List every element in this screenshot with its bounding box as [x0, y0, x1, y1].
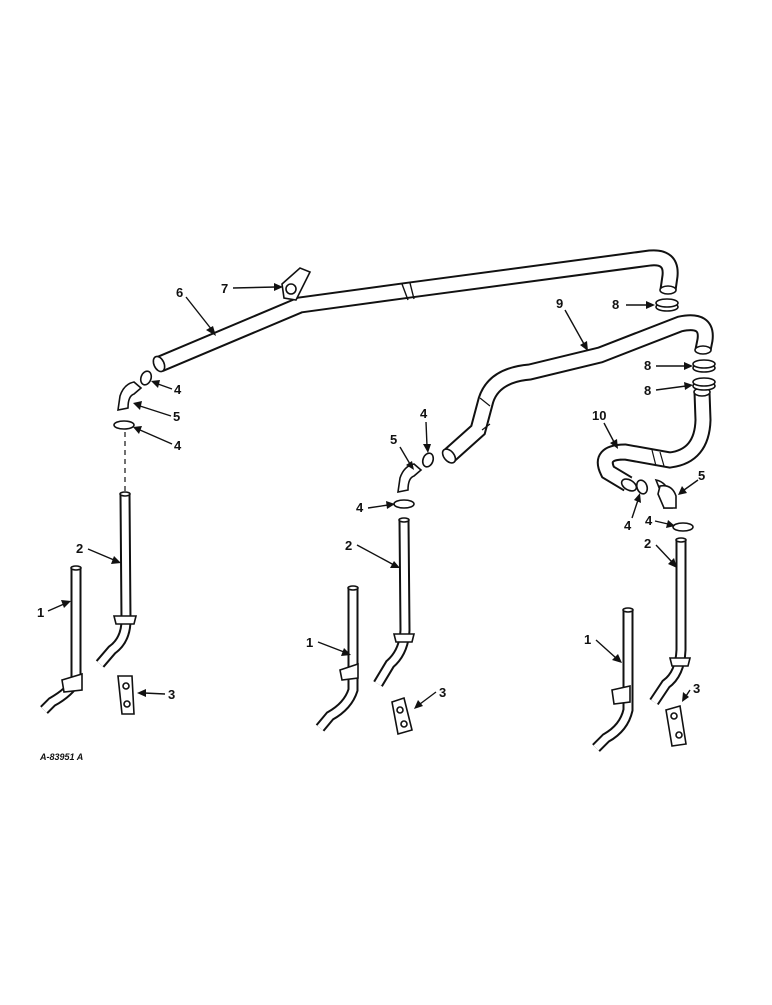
hose-part-9: [441, 314, 714, 464]
bracket-part-7: [281, 267, 312, 301]
callout-4: 4: [174, 438, 182, 453]
callout-5: 5: [390, 432, 397, 447]
callout-3: 3: [439, 685, 446, 700]
callout-9: 9: [556, 296, 563, 311]
callout-8: 8: [612, 297, 619, 312]
callout-labels: 6 7 4 5 4 9 8 8 8 4 5 4 10 5 4 4 2 1 3 2…: [37, 281, 705, 702]
callout-4: 4: [645, 513, 653, 528]
callout-6: 6: [176, 285, 183, 300]
callout-10: 10: [592, 408, 606, 423]
callout-1: 1: [306, 635, 313, 650]
clamps-part-8: [655, 298, 716, 391]
callout-5: 5: [698, 468, 705, 483]
callout-4: 4: [174, 382, 182, 397]
callout-8: 8: [644, 383, 651, 398]
washers-part-4: [113, 370, 694, 532]
hose-part-6: [152, 249, 679, 373]
callout-2: 2: [76, 541, 83, 556]
leader-lines: [47, 283, 699, 709]
assembly-left: [40, 491, 138, 715]
callout-1: 1: [37, 605, 44, 620]
drawing-reference-code: A-83951 A: [39, 752, 83, 762]
callout-8: 8: [644, 358, 651, 373]
callout-4: 4: [420, 406, 428, 421]
assembly-right: [592, 537, 692, 752]
callout-3: 3: [693, 681, 700, 696]
callout-4: 4: [356, 500, 364, 515]
callout-7: 7: [221, 281, 228, 296]
hose-part-10: [596, 387, 712, 492]
callout-4: 4: [624, 518, 632, 533]
callout-2: 2: [345, 538, 352, 553]
callout-5: 5: [173, 409, 180, 424]
callout-1: 1: [584, 632, 591, 647]
assembly-middle: [315, 517, 416, 736]
elbows-part-5: [117, 381, 677, 509]
callout-3: 3: [168, 687, 175, 702]
callout-2: 2: [644, 536, 651, 551]
